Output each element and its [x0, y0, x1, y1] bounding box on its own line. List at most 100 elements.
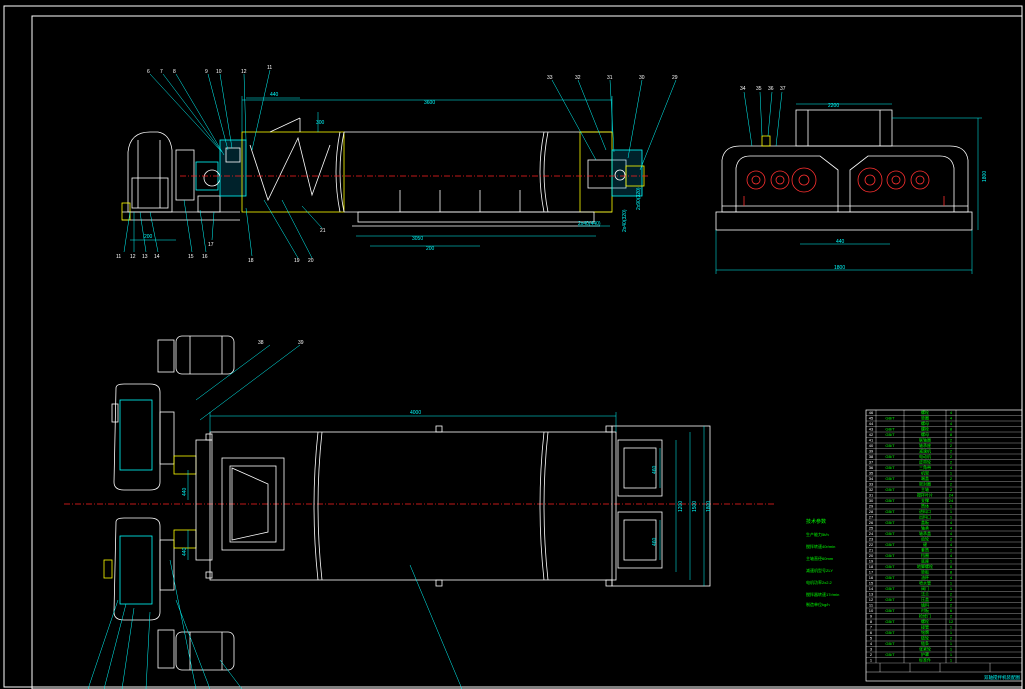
bom-cell-name: 底座	[921, 558, 929, 564]
bom-cell-name: 链轮	[921, 635, 929, 641]
bom-cell-no: 42	[869, 432, 874, 437]
bom-cell-qty: 2	[950, 443, 953, 448]
dim-top-height: 300	[316, 120, 325, 126]
bom-cell-name: 三角带	[919, 464, 931, 470]
bom-cell-no: 7	[870, 625, 873, 630]
callout-side-label: 34	[740, 86, 746, 92]
bom-cell-no: 45	[869, 416, 874, 421]
bom-cell-qty: 2	[950, 597, 953, 602]
dim-top-flange: 440	[270, 92, 279, 98]
bom-cell-code: GB/T	[885, 641, 895, 646]
bom-cell-name: 皮带轮	[919, 459, 931, 465]
bom-cell-name: 地脚螺栓	[917, 563, 933, 569]
callout-plan-label: 39	[298, 340, 304, 346]
bom-cell-qty: 1	[950, 515, 953, 520]
bom-cell-qty: 2	[950, 537, 953, 542]
bom-cell-code: GB/T	[885, 498, 895, 503]
bom-cell-name: 键	[923, 541, 927, 547]
callout-bottom-label: 17	[208, 242, 214, 248]
bom-cell-qty: 8	[950, 427, 953, 432]
bom-cell-qty: 8	[950, 432, 953, 437]
bom-cell-no: 34	[869, 476, 874, 481]
bom-cell-code: GB/T	[885, 564, 895, 569]
bom-cell-qty: 1	[950, 581, 953, 586]
bom-cell-no: 38	[869, 454, 874, 459]
bom-cell-qty: 4	[950, 416, 953, 421]
bom-cell-name: 垫板	[921, 569, 929, 575]
bom-cell-name: 螺母	[921, 420, 929, 426]
dim-top-base-mid: 3050	[412, 236, 423, 242]
bom-cell-name: 挡圈	[921, 552, 929, 558]
top-callout-labels: 6 7 8 9 10 12 11 33 32 31 30 29 11 12 13…	[116, 65, 678, 264]
bom-cell-code: GB/T	[885, 586, 895, 591]
bom-cell-qty: 24	[949, 498, 954, 503]
bom-cell-no: 27	[869, 515, 874, 520]
bom-cell-name: 端盖	[921, 475, 929, 481]
bom-cell-name: 标准件	[919, 657, 931, 663]
bom-cell-qty: 2	[950, 438, 953, 443]
bom-cell-qty: 6	[950, 608, 953, 613]
bom-cell-qty: 8	[950, 564, 953, 569]
bom-cell-no: 31	[869, 493, 874, 498]
inner-border	[31, 15, 1023, 689]
bom-cell-name: 主轴	[921, 486, 929, 492]
bom-cell-qty: 12	[949, 619, 954, 624]
bom-cell-no: 12	[869, 597, 874, 602]
dim-right-v2: 2x90(320)	[636, 187, 642, 210]
bom-cell-name: 出料口	[919, 514, 931, 520]
bom-cell-code: GB/T	[885, 432, 895, 437]
bom-cell-no: 11	[869, 603, 874, 608]
bom-cell-no: 6	[870, 630, 873, 635]
callout-side-label: 37	[780, 86, 786, 92]
bom-cell-no: 19	[869, 559, 874, 564]
bom-cell-name: 电动机	[919, 453, 931, 459]
callout-bottom-label: 20	[308, 258, 314, 264]
tech-spec-title: 技术参数	[806, 518, 826, 525]
bom-cell-no: 21	[869, 548, 874, 553]
bom-cell-qty: 2	[950, 476, 953, 481]
bom-cell-code: GB/T	[885, 520, 895, 525]
bom-cell-no: 46	[869, 410, 874, 415]
bom-cell-qty: 2	[950, 614, 953, 619]
tech-spec-line: 制造单位kg/h	[806, 601, 830, 607]
bom-cell-name: 压盖	[921, 596, 929, 602]
front-elevation-view	[121, 117, 648, 227]
bom-cell-qty: 1	[950, 504, 953, 509]
callout-bottom-label: 12	[130, 254, 136, 260]
dim-plan-shaft2: 440	[182, 547, 188, 556]
callout-side-label: 36	[768, 86, 774, 92]
bom-cell-name: 套筒	[921, 547, 929, 553]
bom-cell-name: 张紧轮	[919, 646, 931, 652]
bom-cell-name: 铭牌	[921, 629, 929, 635]
callout-top-label: 12	[241, 69, 247, 75]
bom-cell-qty: 8	[950, 570, 953, 575]
bom-cell-qty: 4	[950, 575, 953, 580]
bom-cell-no: 16	[869, 575, 874, 580]
callout-bottom-label: 14	[154, 254, 160, 260]
callout-plan-label: 38	[258, 340, 264, 346]
dim-top-base-sub: 200	[426, 246, 435, 252]
bom-cell-no: 28	[869, 509, 874, 514]
callout-top-label: 29	[672, 75, 678, 81]
side-view-dimensions	[715, 91, 982, 274]
bom-cell-no: 41	[869, 438, 874, 443]
bom-cell-code: GB/T	[885, 542, 895, 547]
bom-cell-no: 18	[869, 564, 874, 569]
bom-cell-name: 螺栓	[921, 618, 929, 624]
bom-cell-name: 减速机	[919, 448, 931, 454]
bom-cell-qty: 4	[950, 531, 953, 536]
bom-cell-qty: 2	[950, 460, 953, 465]
bom-cell-no: 25	[869, 526, 874, 531]
bom-cell-no: 35	[869, 471, 874, 476]
bom-cell-qty: 4	[950, 553, 953, 558]
bom-cell-code: GB/T	[885, 608, 895, 613]
bom-cell-qty: 4	[950, 410, 953, 415]
callout-bottom-label: 13	[142, 254, 148, 260]
bom-cell-qty: 1	[950, 641, 953, 646]
dim-side-total: 1800	[834, 265, 845, 271]
bom-frame	[865, 409, 1023, 682]
bom-cell-name: 填料	[921, 602, 929, 608]
plan-view-dimensions	[87, 344, 705, 689]
bom-cell-name: 轴承盖	[919, 530, 931, 536]
bom-cell-qty: 24	[949, 493, 954, 498]
